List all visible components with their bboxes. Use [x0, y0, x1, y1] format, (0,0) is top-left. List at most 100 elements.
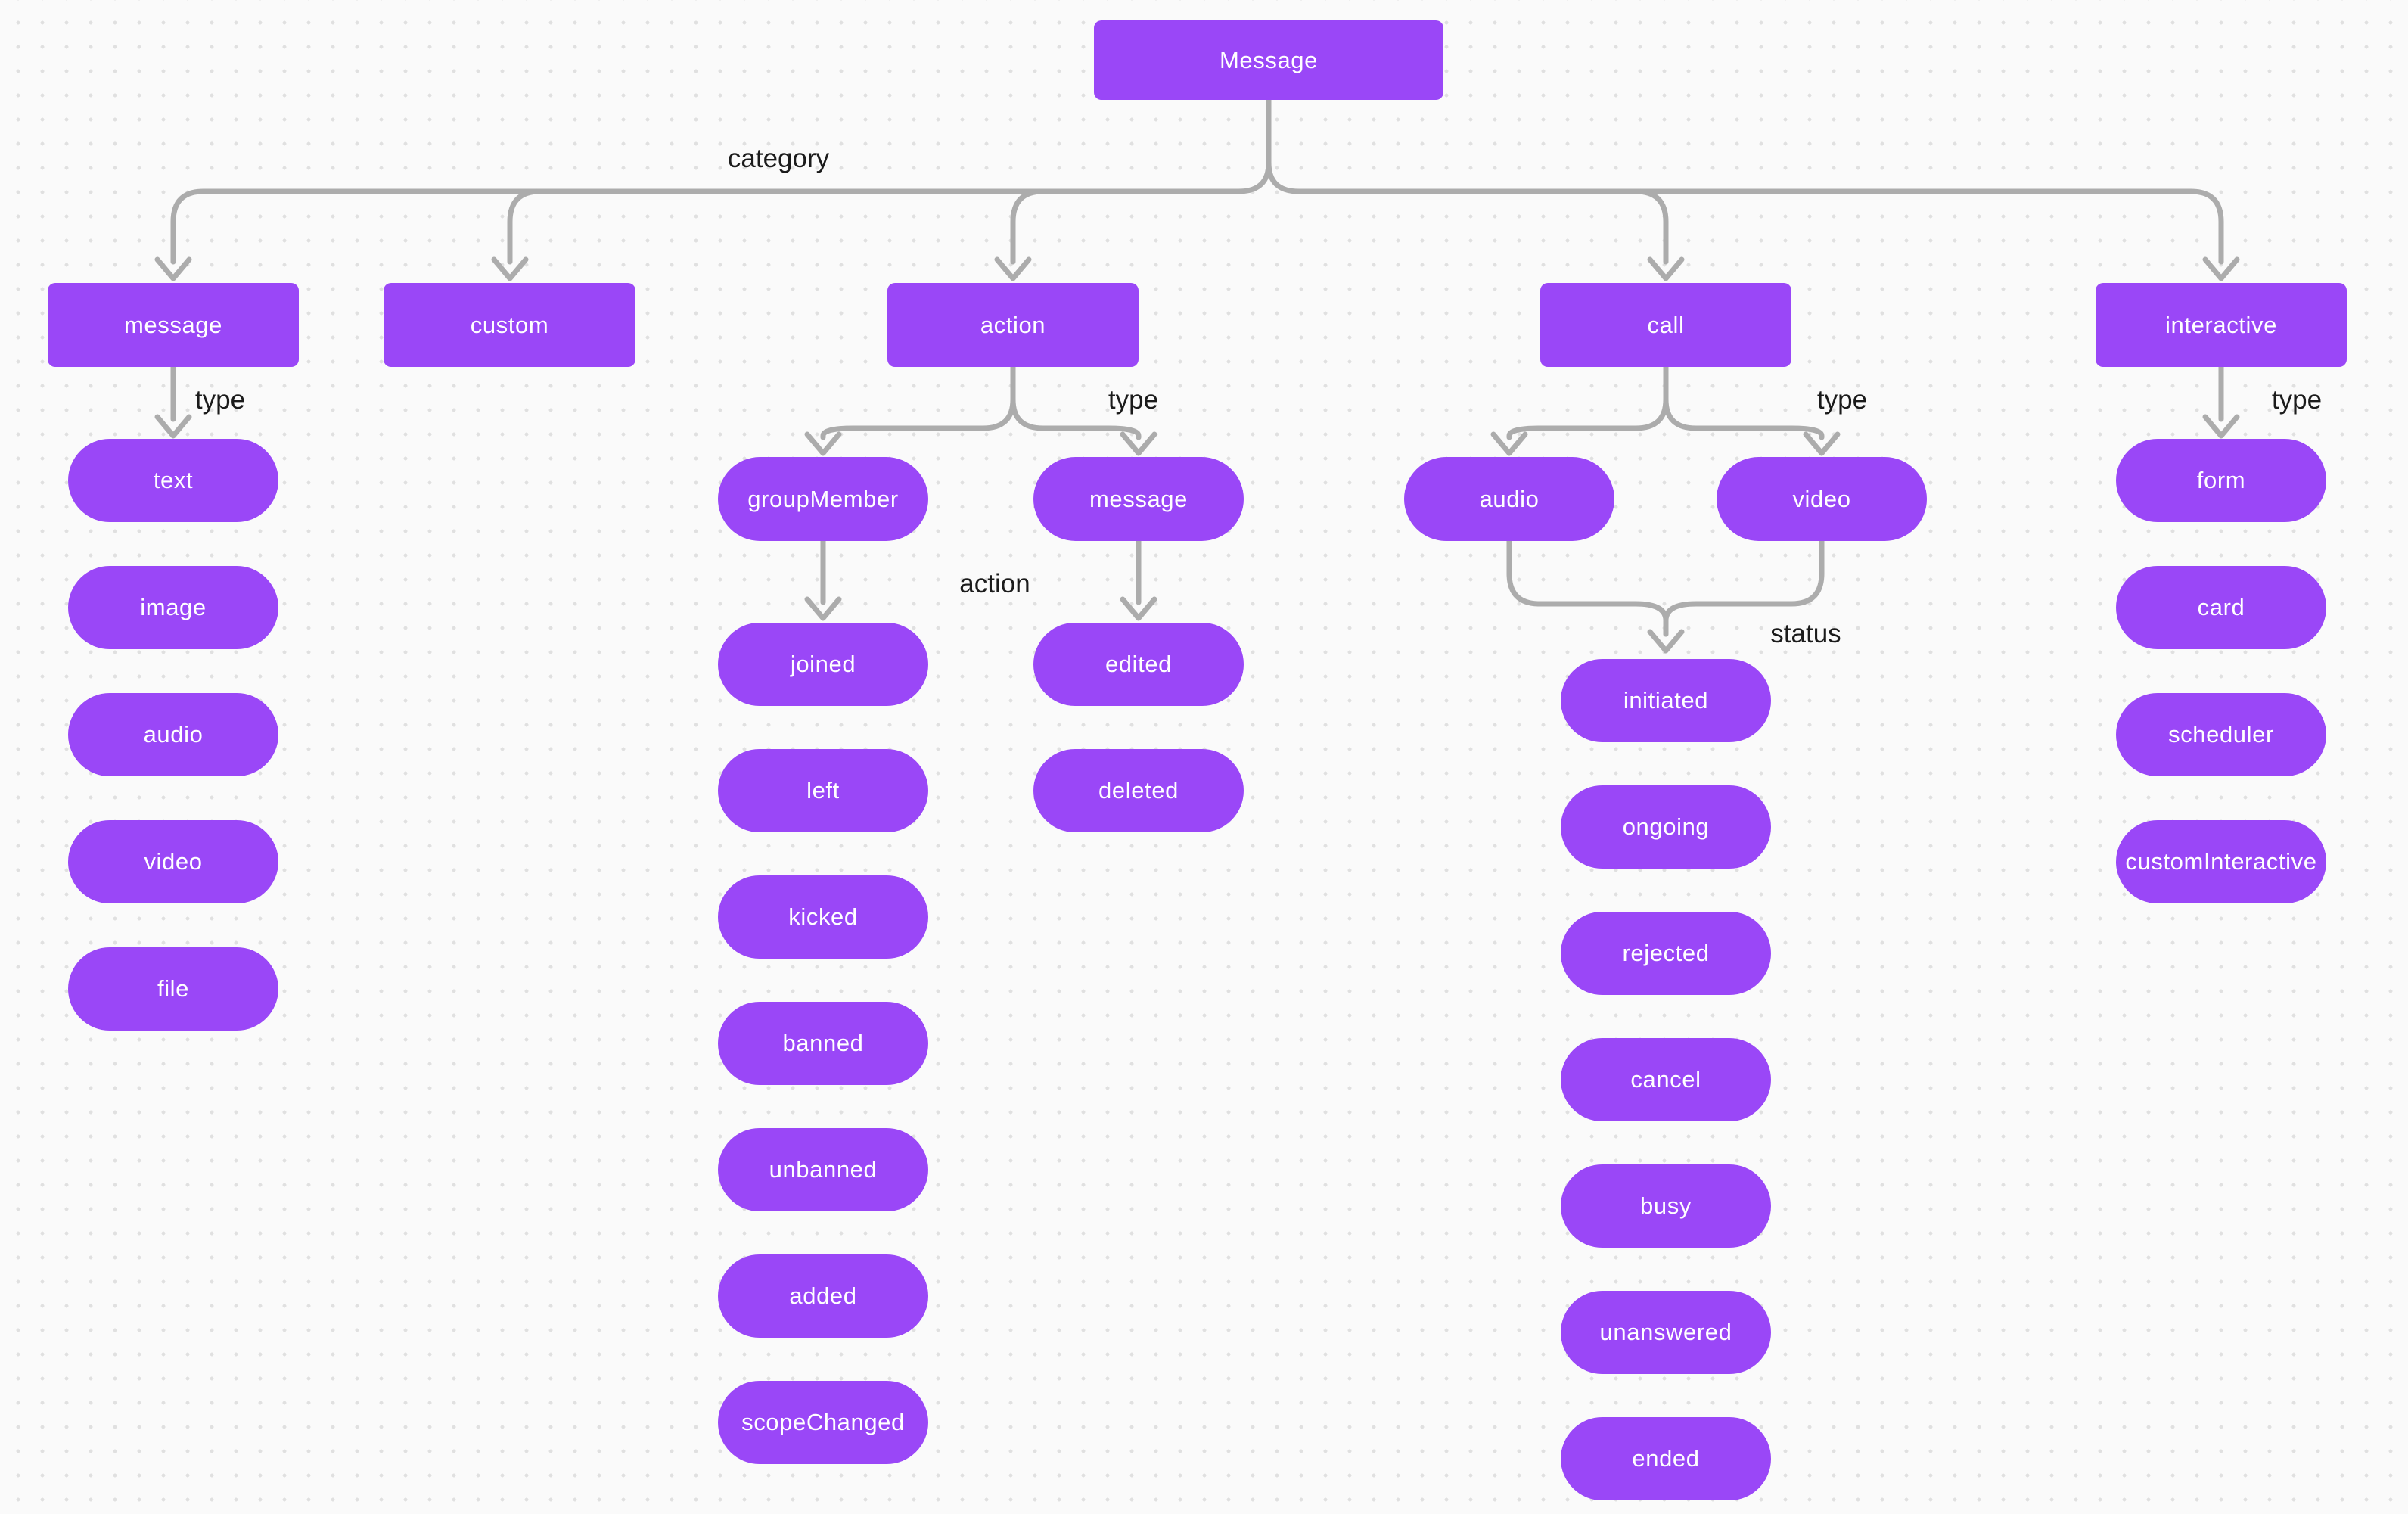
node-label: unbanned — [769, 1156, 878, 1183]
node-call-cancel[interactable]: cancel — [1561, 1038, 1771, 1121]
node-act-added[interactable]: added — [718, 1254, 928, 1338]
node-cat-message[interactable]: message — [48, 283, 299, 367]
arrowhead-icon — [804, 431, 842, 456]
node-label: left — [806, 777, 840, 804]
node-int-custominteractive[interactable]: customInteractive — [2116, 820, 2326, 903]
node-act-deleted[interactable]: deleted — [1033, 749, 1244, 832]
node-label: text — [153, 467, 194, 493]
connector-trunk-to-action — [1010, 188, 1046, 265]
node-label: video — [144, 848, 203, 875]
edge-label-type-interactive: type — [2271, 385, 2323, 415]
edge-label-type-action: type — [1108, 385, 1159, 415]
node-label: joined — [790, 651, 856, 677]
node-label: kicked — [788, 903, 858, 930]
node-label: edited — [1105, 651, 1173, 677]
node-label: audio — [1479, 485, 1540, 512]
node-label: message — [124, 311, 222, 338]
node-act-message[interactable]: message — [1033, 457, 1244, 541]
node-label: video — [1792, 485, 1851, 512]
node-act-groupmember[interactable]: groupMember — [718, 457, 928, 541]
node-cat-interactive[interactable]: interactive — [2096, 283, 2347, 367]
connector-video-to-status — [1663, 538, 1825, 637]
arrowhead-icon — [2202, 256, 2240, 281]
connector-action-to-message — [1010, 364, 1142, 440]
node-msg-audio[interactable]: audio — [68, 693, 278, 776]
node-label: rejected — [1622, 940, 1710, 966]
connector-action-to-groupmember — [820, 364, 1016, 440]
arrowhead-icon — [491, 256, 529, 281]
edge-label-category: category — [727, 144, 830, 173]
connector-root-to-interactive — [1266, 97, 2224, 265]
arrowhead-icon — [1647, 256, 1685, 281]
node-call-busy[interactable]: busy — [1561, 1164, 1771, 1248]
node-label: message — [1089, 485, 1188, 512]
node-label: scopeChanged — [741, 1409, 905, 1435]
node-call-audio[interactable]: audio — [1404, 457, 1614, 541]
node-label: form — [2196, 467, 2246, 493]
node-cat-action[interactable]: action — [887, 283, 1139, 367]
connector-trunk-to-call — [1633, 188, 1669, 265]
edge-label-status: status — [1770, 619, 1841, 648]
connector-call-to-video — [1663, 364, 1825, 440]
connector-trunk-to-custom — [507, 188, 543, 265]
connector-audio-to-status — [1506, 538, 1669, 637]
connector-call-to-audio — [1506, 364, 1669, 440]
node-call-ended[interactable]: ended — [1561, 1417, 1771, 1500]
node-int-form[interactable]: form — [2116, 439, 2326, 522]
arrowhead-icon — [1803, 431, 1841, 456]
node-label: audio — [143, 721, 204, 748]
node-act-joined[interactable]: joined — [718, 623, 928, 706]
node-label: groupMember — [747, 485, 899, 512]
node-act-left[interactable]: left — [718, 749, 928, 832]
node-label: custom — [470, 311, 549, 338]
node-call-ongoing[interactable]: ongoing — [1561, 785, 1771, 869]
node-label: deleted — [1098, 777, 1179, 804]
node-call-unanswered[interactable]: unanswered — [1561, 1291, 1771, 1374]
node-label: customInteractive — [2125, 848, 2317, 875]
node-call-rejected[interactable]: rejected — [1561, 912, 1771, 995]
arrowhead-icon — [2202, 414, 2240, 439]
node-call-video[interactable]: video — [1717, 457, 1927, 541]
arrowhead-icon — [1490, 431, 1528, 456]
node-label: added — [789, 1282, 857, 1309]
node-label: card — [2197, 594, 2245, 620]
node-int-card[interactable]: card — [2116, 566, 2326, 649]
node-msg-video[interactable]: video — [68, 820, 278, 903]
node-msg-text[interactable]: text — [68, 439, 278, 522]
arrowhead-icon — [804, 596, 842, 621]
arrowhead-icon — [154, 256, 192, 281]
node-label: ended — [1632, 1445, 1700, 1472]
node-msg-image[interactable]: image — [68, 566, 278, 649]
node-root-message[interactable]: Message — [1094, 20, 1443, 100]
node-label: ongoing — [1622, 813, 1710, 840]
node-act-unbanned[interactable]: unbanned — [718, 1128, 928, 1211]
node-label: banned — [782, 1030, 864, 1056]
node-label: busy — [1640, 1192, 1692, 1219]
node-cat-call[interactable]: call — [1540, 283, 1791, 367]
node-int-scheduler[interactable]: scheduler — [2116, 693, 2326, 776]
node-act-edited[interactable]: edited — [1033, 623, 1244, 706]
node-label: cancel — [1630, 1066, 1701, 1093]
node-msg-file[interactable]: file — [68, 947, 278, 1031]
arrowhead-icon — [1120, 596, 1157, 621]
arrowhead-icon — [994, 256, 1032, 281]
node-label: scheduler — [2168, 721, 2274, 748]
node-label: action — [980, 311, 1046, 338]
node-act-kicked[interactable]: kicked — [718, 875, 928, 959]
node-act-scopechanged[interactable]: scopeChanged — [718, 1381, 928, 1464]
node-label: image — [140, 594, 207, 620]
arrowhead-icon — [1120, 431, 1157, 456]
node-label: interactive — [2165, 311, 2277, 338]
node-label: unanswered — [1599, 1319, 1732, 1345]
edge-label-type-call: type — [1816, 385, 1868, 415]
node-label: Message — [1220, 46, 1318, 73]
node-label: file — [157, 975, 190, 1002]
node-cat-custom[interactable]: custom — [384, 283, 635, 367]
node-call-initiated[interactable]: initiated — [1561, 659, 1771, 742]
edge-label-action: action — [959, 569, 1030, 598]
node-act-banned[interactable]: banned — [718, 1002, 928, 1085]
arrowhead-icon — [154, 414, 192, 439]
node-label: initiated — [1623, 687, 1709, 713]
